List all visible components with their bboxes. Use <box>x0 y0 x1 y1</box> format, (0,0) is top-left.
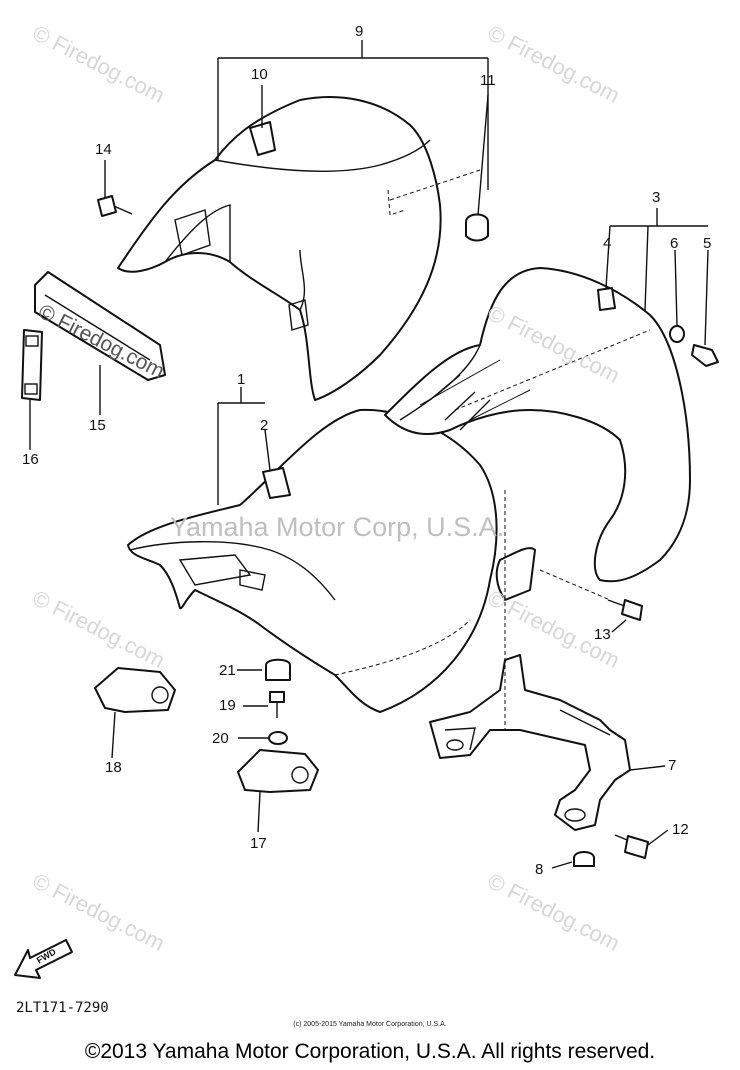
callout-15: 15 <box>89 417 106 434</box>
callout-12: 12 <box>672 821 689 838</box>
callout-21: 21 <box>219 662 236 679</box>
callout-20: 20 <box>212 730 229 747</box>
callout-2: 2 <box>260 417 269 434</box>
callout-9: 9 <box>355 23 364 40</box>
bolt-part-12 <box>614 834 649 859</box>
hinge-part-18 <box>94 667 176 713</box>
nut-part-8 <box>573 851 595 867</box>
front-seat-part-1 <box>127 408 498 713</box>
cap-nut-part-11 <box>465 213 489 242</box>
forward-arrow-icon <box>14 939 73 979</box>
small-copyright: (c) 2005-2015 Yamaha Motor Corporation, … <box>293 1021 447 1028</box>
screw-part-5 <box>691 344 719 367</box>
callout-19: 19 <box>219 697 236 714</box>
strap-part-16 <box>21 329 43 401</box>
plate-part-15 <box>34 271 166 381</box>
callout-10: 10 <box>251 66 268 83</box>
callout-1: 1 <box>237 371 246 388</box>
callout-14: 14 <box>95 141 112 158</box>
callout-3: 3 <box>652 189 661 206</box>
callout-18: 18 <box>105 759 122 776</box>
washer-part-6 <box>669 325 685 343</box>
callout-13: 13 <box>594 626 611 643</box>
diagram-code: 2LT171-7290 <box>16 1000 109 1016</box>
callout-8: 8 <box>535 861 544 878</box>
cap-part-21 <box>265 658 291 681</box>
screw-part-19 <box>269 691 285 718</box>
callout-6: 6 <box>670 235 679 252</box>
callout-5: 5 <box>703 235 712 252</box>
bolt-part-13 <box>607 599 643 621</box>
nut-part-20 <box>268 731 288 745</box>
callout-7: 7 <box>668 757 677 774</box>
footer-copyright: ©2013 Yamaha Motor Corporation, U.S.A. A… <box>84 1040 656 1063</box>
callout-11: 11 <box>480 72 496 89</box>
callout-17: 17 <box>250 835 267 852</box>
callout-4: 4 <box>603 235 612 252</box>
center-watermark: Yamaha Motor Corp, U.S.A. <box>170 512 505 542</box>
bolt-part-14 <box>97 195 133 217</box>
backrest-part-3 <box>384 267 691 601</box>
seat-bracket-part-7 <box>429 654 631 831</box>
hinge-part-17 <box>237 749 319 793</box>
leader-lines <box>29 40 709 869</box>
callout-16: 16 <box>22 451 39 468</box>
rear-seat-part-9 <box>117 96 442 401</box>
